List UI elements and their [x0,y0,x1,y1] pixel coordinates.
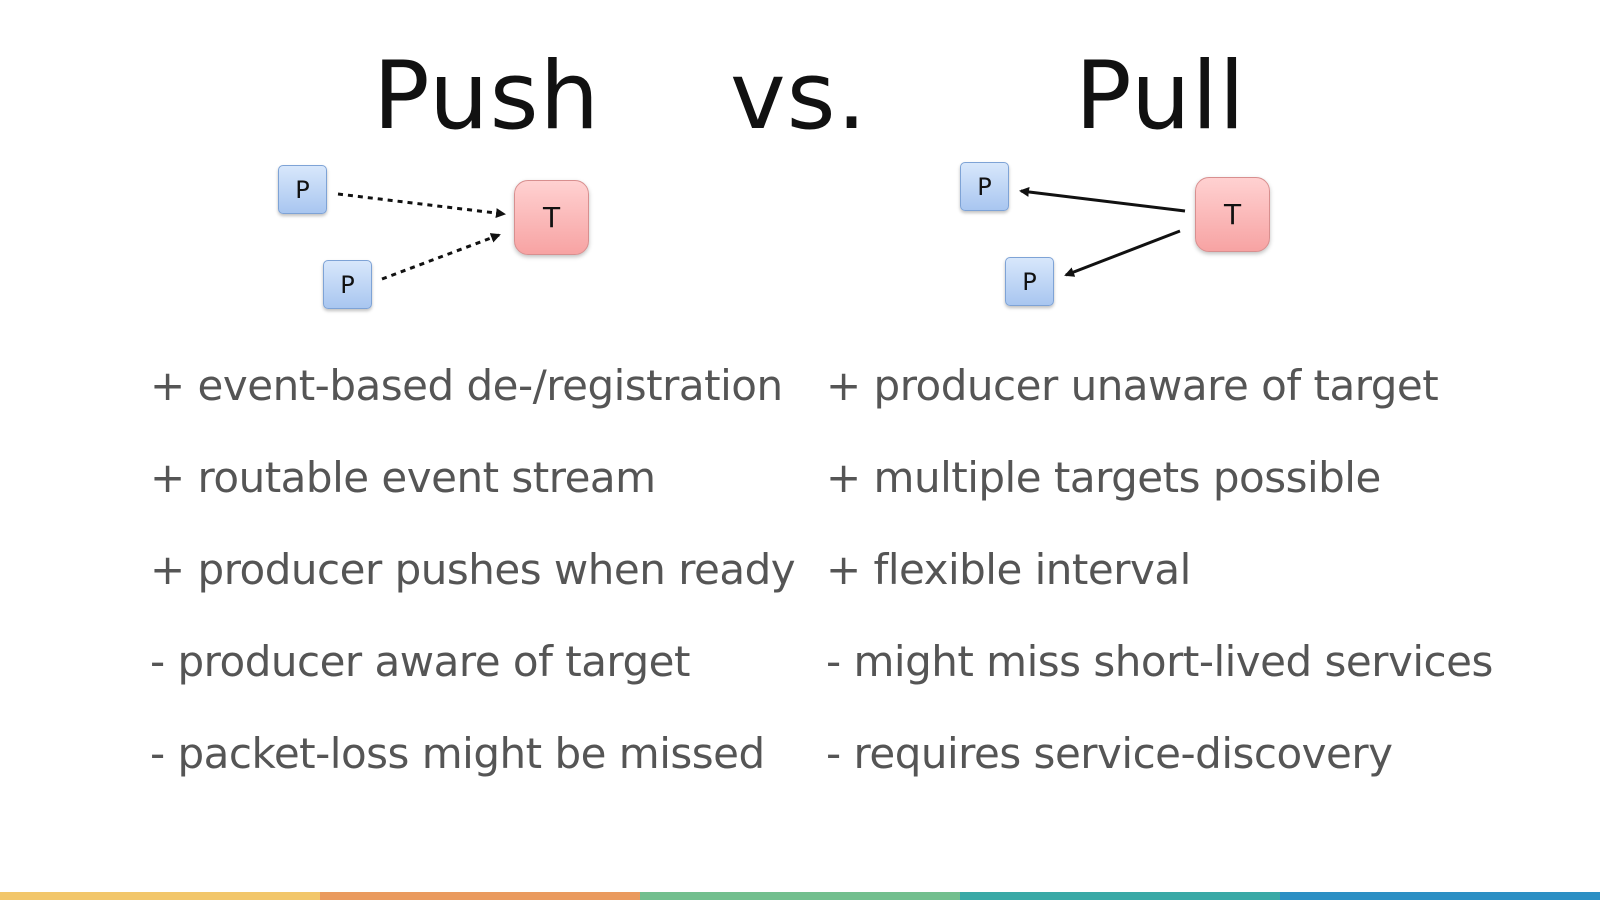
push-point: + routable event stream [150,453,656,502]
pull-point: - might miss short-lived services [826,637,1493,686]
pull-producer-node-top: P [960,162,1009,211]
footer-color-bar [0,892,1600,900]
color-bar-segment [320,892,640,900]
push-point: + event-based de-/registration [150,361,783,410]
pull-arrow-top [1019,187,1186,213]
push-producer-node-top: P [278,165,327,214]
pull-point: + flexible interval [826,545,1191,594]
pull-target-node: T [1195,177,1270,252]
color-bar-segment [640,892,960,900]
push-target-node: T [514,180,589,255]
pull-point: + producer unaware of target [826,361,1439,410]
push-point: + producer pushes when ready [150,545,796,594]
pull-arrow-bottom [1064,229,1181,277]
push-point: - producer aware of target [150,637,690,686]
color-bar-segment [1280,892,1600,900]
push-point: - packet-loss might be missed [150,729,765,778]
pull-points-list: + producer unaware of target + multiple … [826,356,1546,816]
pull-producer-node-bottom: P [1005,257,1054,306]
push-producer-node-bottom: P [323,260,372,309]
pull-point: + multiple targets possible [826,453,1381,502]
push-arrow-bottom [381,233,501,281]
vs-heading: vs. [730,42,868,151]
color-bar-segment [960,892,1280,900]
pull-point: - requires service-discovery [826,729,1393,778]
push-heading: Push [373,42,601,151]
color-bar-segment [0,892,320,900]
pull-heading: Pull [1075,42,1246,151]
push-points-list: + event-based de-/registration + routabl… [150,356,796,816]
push-arrow-top [337,192,506,219]
